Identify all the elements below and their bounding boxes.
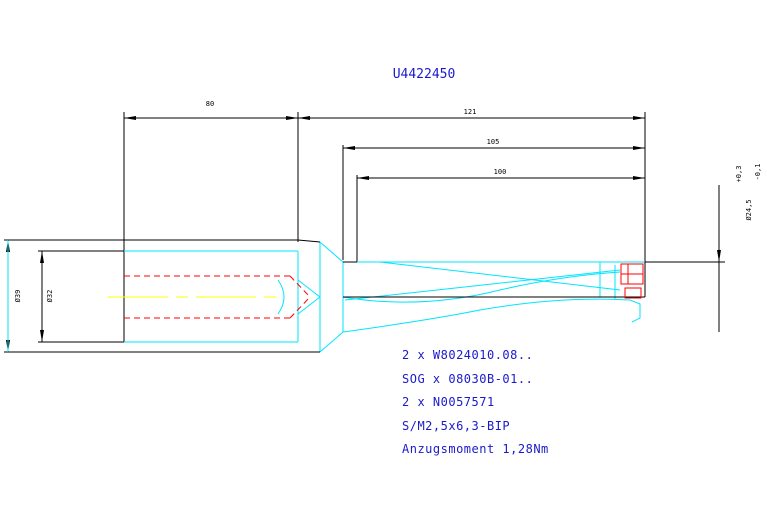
dimension-lines [4, 112, 725, 353]
insert-pocket [620, 263, 644, 299]
note-item: SOG x 08030B-01.. [402, 371, 534, 386]
note-item: S/M2,5x6,3-BIP [402, 418, 511, 433]
note-item: Anzugsmoment 1,28Nm [402, 442, 549, 456]
notes-list: 2 x W8024010.08.. SOG x 08030B-01.. 2 x … [402, 348, 549, 466]
tool-outline [8, 239, 646, 353]
dim-tip-tol-lower: -0,1 [754, 164, 762, 181]
hidden-lines [124, 275, 311, 319]
dimension-arrows [6, 116, 721, 352]
dim-overall-length: 121 [464, 108, 477, 116]
dim-flute-length: 105 [487, 138, 500, 146]
dim-shank-diameter: Ø32 [46, 290, 54, 303]
dim-tip-diameter: Ø24,5 [745, 199, 753, 220]
dim-shank-length: 80 [206, 100, 214, 108]
note-item: 2 x N0057571 [402, 395, 495, 409]
drawing-title: U4422450 [393, 67, 456, 82]
dim-tip-tol-upper: +0,3 [735, 166, 743, 183]
dim-flange-diameter: Ø39 [14, 290, 22, 303]
dim-drill-depth: 100 [494, 168, 507, 176]
note-item: 2 x W8024010.08.. [402, 348, 534, 362]
tool-body [7, 240, 645, 353]
